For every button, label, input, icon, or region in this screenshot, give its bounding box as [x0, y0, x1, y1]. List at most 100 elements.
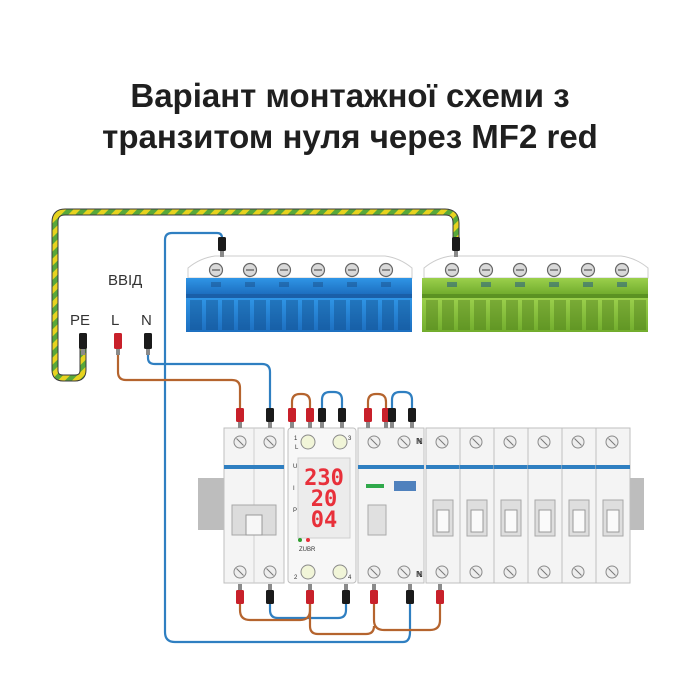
- neutral-wires: [146, 231, 414, 644]
- relay-side-p: P: [293, 508, 297, 514]
- relay-screw: [300, 434, 316, 450]
- terminal-screw-slot: [370, 438, 378, 446]
- relay-terminal-1: 1: [294, 436, 298, 442]
- display-current: 20: [311, 487, 338, 512]
- terminal-screw-slot: [574, 438, 582, 446]
- relay-screw: [332, 564, 348, 580]
- black-connector: [388, 408, 396, 422]
- busbar-slot: [570, 300, 582, 330]
- busbar-slot: [442, 300, 454, 330]
- busbar-slot: [506, 300, 518, 330]
- black-connector: [218, 237, 226, 251]
- title-line-2: транзитом нуля через MF2 red: [102, 118, 598, 155]
- black-connector: [79, 333, 87, 349]
- terminal-screw-slot: [506, 438, 514, 446]
- relay-side-l: L: [295, 445, 299, 451]
- terminal-screw-slot: [472, 438, 480, 446]
- terminal-screw-slot: [608, 438, 616, 446]
- group-breaker-stripe: [562, 465, 596, 469]
- busbar-slot: [222, 300, 234, 330]
- group-breaker-lever: [470, 509, 484, 533]
- red-connector: [364, 408, 372, 422]
- n-top-group: N: [416, 437, 422, 446]
- busbar-clamp: [313, 282, 323, 287]
- connector-pin: [372, 584, 376, 590]
- relay-screw: [332, 434, 348, 450]
- red-connector: [436, 590, 444, 604]
- connector-pin: [81, 349, 85, 355]
- black-connector: [452, 237, 460, 251]
- terminal-screw-slot: [400, 438, 408, 446]
- busbar-clamp: [211, 282, 221, 287]
- n-bottom-group: N: [416, 570, 422, 579]
- connector-pin: [344, 584, 348, 590]
- busbar-slot: [334, 300, 346, 330]
- black-connector: [408, 408, 416, 422]
- connector-pin: [116, 349, 120, 355]
- terminal-screw-slot: [472, 568, 480, 576]
- group-breaker-stripe: [460, 465, 494, 469]
- red-connector: [370, 590, 378, 604]
- busbar-slot: [522, 300, 534, 330]
- wire-connectors: [79, 237, 460, 604]
- busbar-slot: [270, 300, 282, 330]
- group-breaker-stripe: [528, 465, 562, 469]
- busbar-clamp: [279, 282, 289, 287]
- black-connector: [144, 333, 152, 349]
- title-line-1: Варіант монтажної схеми з: [130, 77, 570, 114]
- group-breaker-stripe: [596, 465, 630, 469]
- busbar-clamp: [549, 282, 559, 287]
- terminal-screw-slot: [438, 438, 446, 446]
- red-connector: [236, 590, 244, 604]
- busbar-slot: [302, 300, 314, 330]
- busbar-slot: [206, 300, 218, 330]
- connector-pin: [268, 584, 272, 590]
- terminal-screws: [233, 434, 619, 580]
- relay-terminal-3: 3: [348, 436, 352, 442]
- busbar-slot: [458, 300, 470, 330]
- busbar-clamp: [617, 282, 627, 287]
- busbar-clamp: [481, 282, 491, 287]
- busbar-clamp: [245, 282, 255, 287]
- busbar-clamp: [515, 282, 525, 287]
- n-bottom-contactor: N: [417, 570, 423, 579]
- terminal-screw-slot: [266, 568, 274, 576]
- group-breaker-lever: [504, 509, 518, 533]
- busbar-clamp: [447, 282, 457, 287]
- group-breaker-lever: [572, 509, 586, 533]
- group-breaker-lever: [606, 509, 620, 533]
- busbar-clamp: [381, 282, 391, 287]
- terminal-screw-slot: [370, 568, 378, 576]
- connector-pin: [438, 584, 442, 590]
- red-connector: [114, 333, 122, 349]
- connector-pin: [454, 251, 458, 257]
- connector-pin: [290, 422, 294, 428]
- group-breaker-stripe: [426, 465, 460, 469]
- busbar-slot: [382, 300, 394, 330]
- connector-pin: [308, 584, 312, 590]
- black-connector: [318, 408, 326, 422]
- pe-busbar: [422, 255, 649, 332]
- red-connector: [288, 408, 296, 422]
- relay-terminal-4: 4: [348, 575, 352, 581]
- busbar-slot: [586, 300, 598, 330]
- connector-pin: [408, 584, 412, 590]
- terminal-screw-slot: [574, 568, 582, 576]
- black-connector: [406, 590, 414, 604]
- terminal-screw-slot: [236, 568, 244, 576]
- input-n-label: N: [141, 312, 152, 329]
- busbar-slot: [190, 300, 202, 330]
- connector-pin: [320, 422, 324, 428]
- display-voltage: 230: [304, 466, 344, 491]
- black-connector: [266, 408, 274, 422]
- voltage-relay: 230 20 04 U I P L 1 3 2 4 ZUBR: [287, 427, 357, 584]
- page-title: Варіант монтажної схеми з транзитом нуля…: [0, 75, 700, 157]
- connector-pin: [410, 422, 414, 428]
- busbar-slot: [426, 300, 438, 330]
- red-connector: [236, 408, 244, 422]
- busbar-clamp: [347, 282, 357, 287]
- phase-wires: [116, 350, 442, 636]
- connector-pin: [268, 422, 272, 428]
- relay-screw: [300, 564, 316, 580]
- busbar-slot: [238, 300, 250, 330]
